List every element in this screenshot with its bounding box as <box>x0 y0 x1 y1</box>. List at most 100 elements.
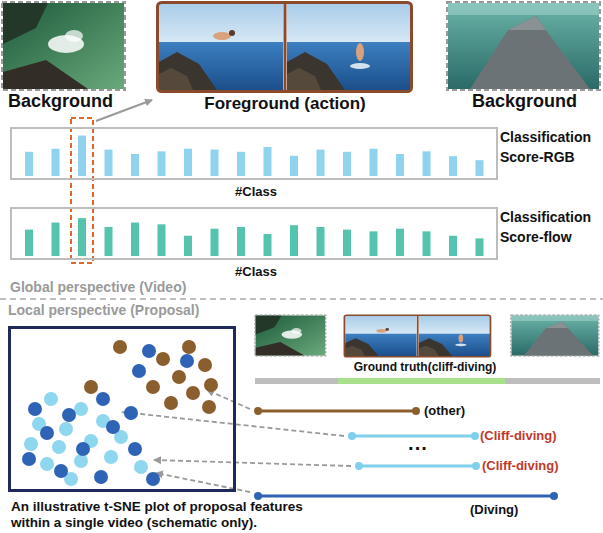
ground-truth-segment <box>338 378 505 384</box>
feature-dot <box>106 420 120 434</box>
bar <box>25 152 33 176</box>
bar <box>264 147 272 176</box>
bar <box>476 160 484 176</box>
bar <box>131 154 139 176</box>
feature-dot <box>124 406 138 420</box>
bar <box>184 236 192 256</box>
bar <box>52 149 60 176</box>
chart-box: Classification Score-flow#Class <box>10 207 498 260</box>
highlight-box <box>71 118 93 263</box>
proposal-diving <box>254 492 558 500</box>
feature-dot <box>186 386 200 400</box>
feature-dot <box>202 400 216 414</box>
video-strip <box>2 2 600 92</box>
feature-dot <box>52 440 66 454</box>
proposal-label: (Cliff-diving) <box>482 458 559 474</box>
feature-dot <box>74 402 88 416</box>
bar <box>184 149 192 176</box>
proposal-diving <box>254 492 262 500</box>
leader-arrows <box>154 460 351 466</box>
bar <box>52 223 60 256</box>
scatter-plot <box>11 329 233 489</box>
bar <box>264 234 272 256</box>
bar <box>317 150 325 176</box>
section-label: Local perspective (Proposal) <box>8 302 199 319</box>
bar <box>25 230 33 256</box>
proposal-label: (Diving) <box>470 502 518 518</box>
proposal-cliff <box>472 462 480 470</box>
ellipsis: ··· <box>408 438 428 458</box>
axis-label: #Class <box>12 264 500 280</box>
bar <box>370 149 378 176</box>
feature-dot <box>156 352 170 366</box>
proposal-cliff <box>348 432 356 440</box>
bar <box>131 223 139 256</box>
bar <box>396 154 404 176</box>
frame-label: Foreground (action) <box>204 94 365 114</box>
proposal-cliff <box>359 465 476 468</box>
bar <box>237 227 245 256</box>
feature-dot <box>94 470 108 484</box>
bar <box>105 227 113 256</box>
proposal-other <box>254 407 420 415</box>
feature-dot <box>76 442 90 456</box>
feature-dot <box>22 452 36 466</box>
bar-chart <box>12 209 496 258</box>
axis-label: #Class <box>12 184 500 200</box>
frame-label: Background <box>8 91 113 113</box>
proposal-cliff <box>355 462 363 470</box>
bar <box>449 156 457 176</box>
feature-dot <box>164 396 178 410</box>
feature-dot <box>44 392 58 406</box>
bar <box>211 229 219 256</box>
proposal-other <box>412 407 420 415</box>
bar <box>290 225 298 256</box>
bar <box>423 231 431 256</box>
feature-dot <box>40 457 54 471</box>
feature-dot <box>54 464 68 478</box>
bar <box>211 150 219 176</box>
feature-dot <box>96 392 110 406</box>
feature-dot <box>204 378 218 392</box>
proposal-other <box>258 410 416 413</box>
feature-dot <box>62 408 76 422</box>
bar <box>237 152 245 176</box>
proposal-label: (Cliff-diving) <box>480 428 557 444</box>
feature-dot <box>113 340 127 354</box>
chart-box: Classification Score-RGB#Class <box>10 127 498 180</box>
feature-dot <box>198 358 212 372</box>
feature-dot <box>40 426 54 440</box>
proposal-label: (other) <box>424 403 465 419</box>
feature-dot <box>132 364 146 378</box>
bar <box>343 152 351 176</box>
ground-truth-label: Ground truth(cliff-diving) <box>354 360 497 374</box>
frame-label: Background <box>472 91 577 113</box>
feature-dot <box>134 460 148 474</box>
leader-arrows <box>122 412 344 436</box>
feature-dot <box>182 340 196 354</box>
feature-dot <box>146 472 160 486</box>
plot-caption: An illustrative t-SNE plot of proposal f… <box>11 499 311 531</box>
timeline <box>255 378 600 384</box>
proposal-cliff <box>355 462 480 470</box>
bar <box>343 230 351 256</box>
chart-title: Classification Score-RGB <box>500 127 600 168</box>
bar <box>423 151 431 176</box>
section-label: Global perspective (Video) <box>10 279 186 296</box>
video-strip-small <box>255 315 599 357</box>
bar <box>158 224 166 256</box>
feature-dot <box>180 354 194 368</box>
feature-dot <box>84 380 98 394</box>
feature-dot <box>172 370 186 384</box>
leader-arrows <box>122 390 351 492</box>
bar <box>396 229 404 256</box>
feature-dot <box>142 344 156 358</box>
bar <box>370 231 378 256</box>
bar <box>78 136 86 176</box>
bar <box>78 218 86 256</box>
proposal-other <box>254 407 262 415</box>
bar <box>105 150 113 176</box>
feature-dot <box>28 402 42 416</box>
